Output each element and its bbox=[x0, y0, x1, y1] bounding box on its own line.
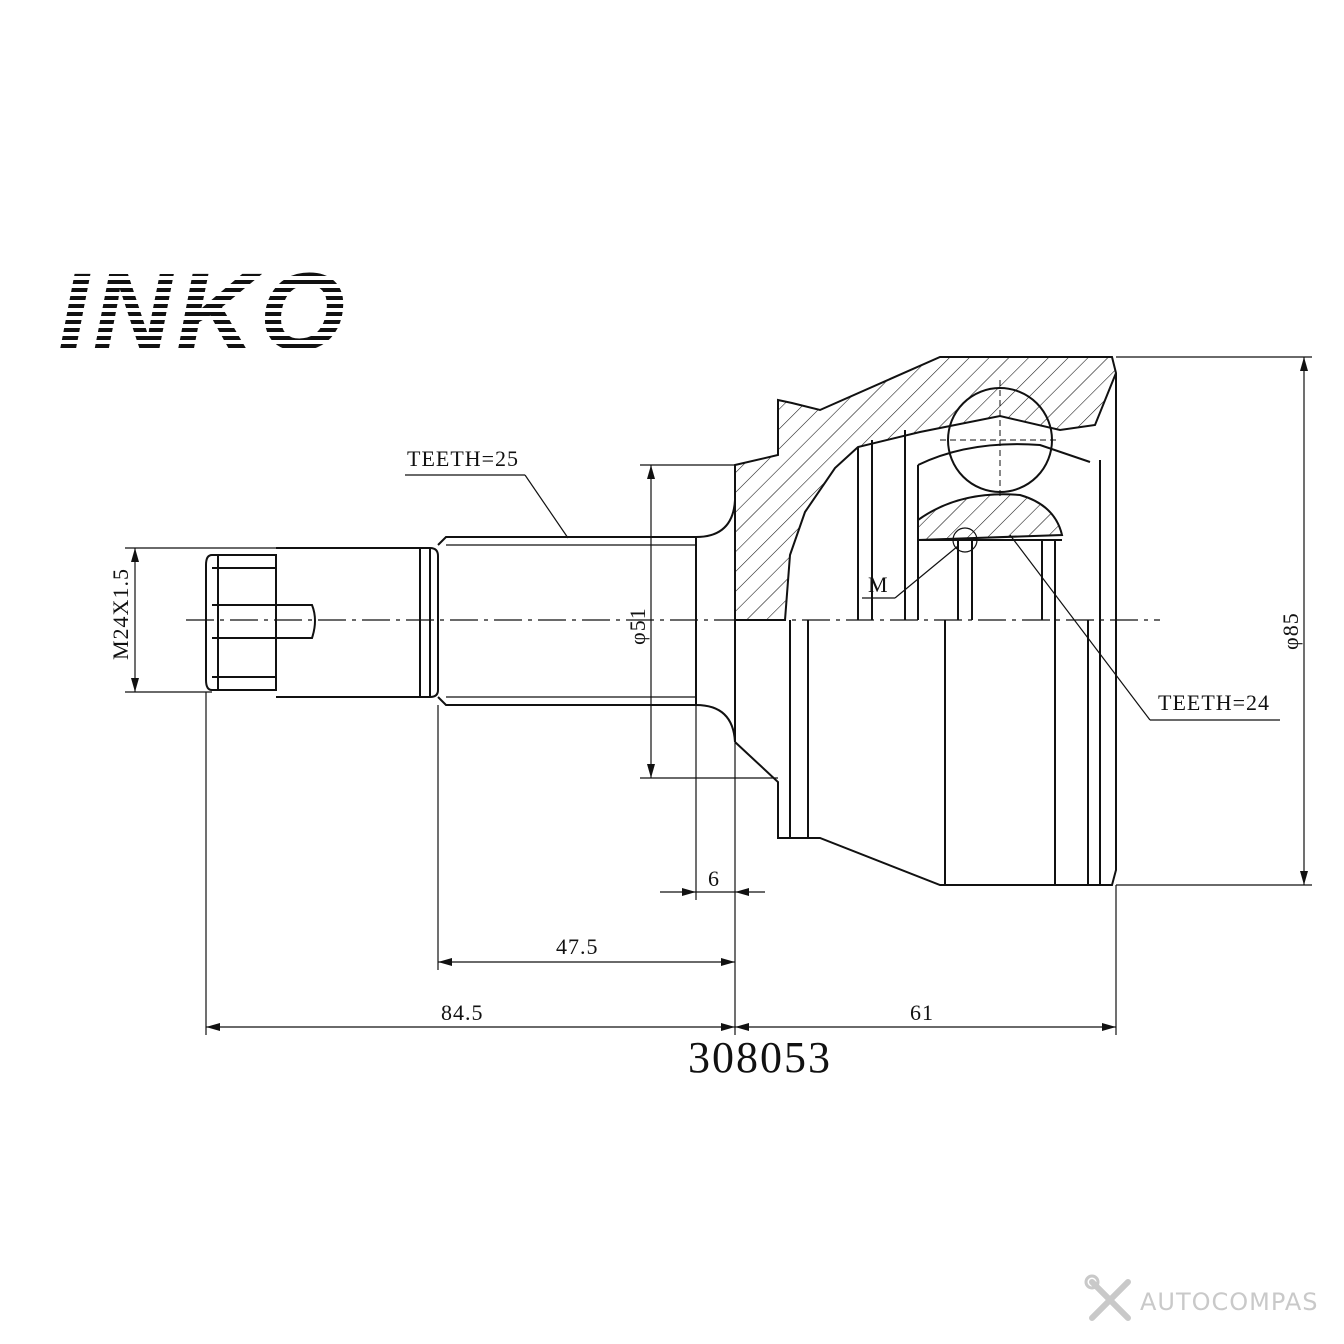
brand-logo: INKO bbox=[58, 251, 349, 374]
ball bbox=[940, 380, 1060, 498]
inner-race bbox=[917, 493, 1064, 620]
body-length-dimension: 61 bbox=[735, 1000, 1116, 1031]
threaded-end bbox=[205, 554, 316, 691]
dia51-dimension: φ51 bbox=[625, 464, 778, 779]
marker-callout: M bbox=[862, 545, 959, 599]
thread-dimension: M24X1.5 bbox=[108, 547, 276, 693]
dia85-dimension: φ85 bbox=[1116, 356, 1312, 886]
spline-length-dimension: 47.5 bbox=[438, 934, 735, 966]
cross-wrench-icon bbox=[1084, 1274, 1131, 1321]
shaft-length-label: 84.5 bbox=[441, 1000, 484, 1025]
marker-circle bbox=[952, 527, 978, 553]
watermark-text: AUTOCOMPAS bbox=[1140, 1288, 1318, 1316]
watermark: AUTOCOMPAS bbox=[1084, 1274, 1318, 1321]
part-number: 308053 bbox=[688, 1033, 832, 1082]
shaft bbox=[276, 499, 736, 743]
shaft-length-dimension: 84.5 bbox=[206, 1000, 735, 1031]
dia51-label: φ51 bbox=[625, 607, 650, 645]
body-length-label: 61 bbox=[910, 1000, 934, 1025]
teeth-hub-callout: TEETH=24 bbox=[1009, 534, 1280, 721]
extension-lines bbox=[205, 692, 1117, 1035]
teeth-shaft-callout: TEETH=25 bbox=[405, 446, 569, 539]
thread-label: M24X1.5 bbox=[108, 568, 133, 660]
teeth-hub-label: TEETH=24 bbox=[1158, 690, 1270, 715]
shoulder-dimension: 6 bbox=[660, 866, 765, 896]
outer-bell bbox=[734, 356, 1118, 886]
shoulder-label: 6 bbox=[708, 866, 720, 891]
teeth-shaft-label: TEETH=25 bbox=[407, 446, 519, 471]
spline-length-label: 47.5 bbox=[556, 934, 599, 959]
dia85-label: φ85 bbox=[1278, 612, 1303, 650]
marker-label: M bbox=[868, 572, 889, 597]
logo-text: INKO bbox=[58, 251, 349, 374]
